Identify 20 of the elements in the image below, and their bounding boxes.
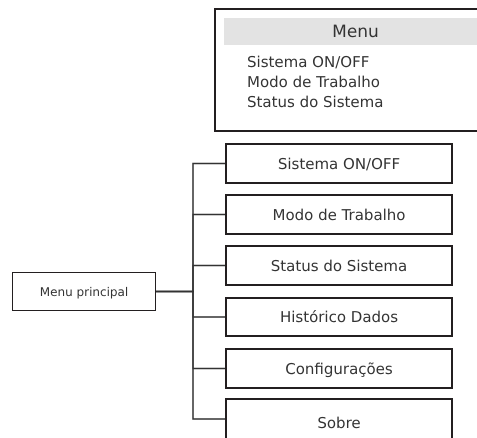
menu-item-text: Modo de Trabalho [247,72,380,92]
menu-item-text: Status do Sistema [247,92,384,112]
menu-title: Menu [224,18,477,45]
box-label: Modo de Trabalho [272,206,406,224]
box-label: Configurações [285,360,393,378]
menu-screen-panel [214,8,477,132]
connector-line [156,290,225,420]
box-label: Status do Sistema [270,256,408,274]
box-label: Menu principal [40,284,128,298]
box-label: Sobre [317,414,361,432]
box-label: Sistema ON/OFF [278,154,400,172]
menu-box [225,297,453,337]
menu-box [225,194,453,235]
menu-item-text: Sistema ON/OFF [247,52,370,72]
menu-box [225,348,453,389]
menu-box [12,272,156,311]
box-label: Histórico Dados [280,308,398,326]
menu-box [225,398,453,438]
menu-box [225,245,453,286]
menu-box [225,143,453,184]
